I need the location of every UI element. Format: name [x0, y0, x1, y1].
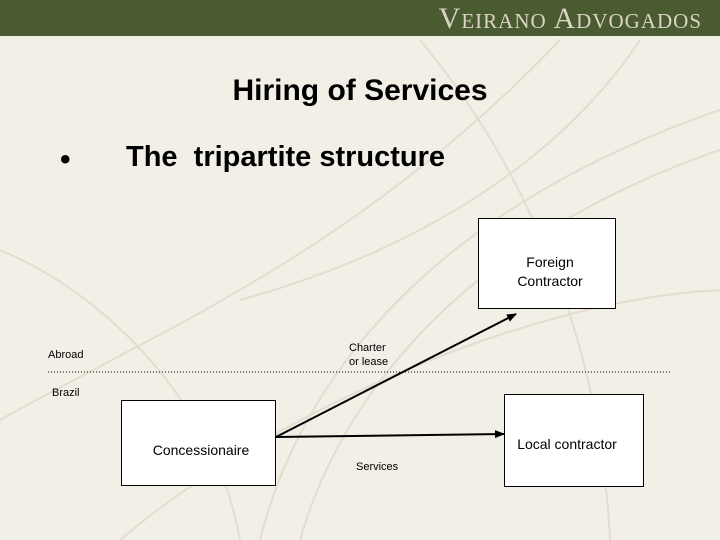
bullet-marker: • [60, 143, 71, 176]
foreign-contractor-box [478, 218, 616, 309]
concessionaire-label: Concessionaire [152, 442, 250, 458]
slide-title: Hiring of Services [232, 74, 488, 107]
services-arrow [275, 430, 505, 439]
header-bar: Veirano Advogados [0, 0, 720, 36]
brand-logo-text: Veirano Advogados [438, 2, 702, 35]
local-contractor-box [504, 394, 644, 487]
local-contractor-label: Local contractor [517, 436, 617, 452]
charter-or-lease-label: Charter or lease [349, 342, 389, 368]
services-label: Services [356, 461, 399, 473]
charter-arrow [275, 313, 517, 438]
brazil-label: Brazil [52, 387, 80, 399]
slide-subtitle: The tripartite structure [126, 141, 446, 173]
concessionaire-box [121, 400, 276, 486]
abroad-label: Abroad [48, 349, 84, 361]
foreign-contractor-label: Foreign Contractor [517, 254, 583, 289]
